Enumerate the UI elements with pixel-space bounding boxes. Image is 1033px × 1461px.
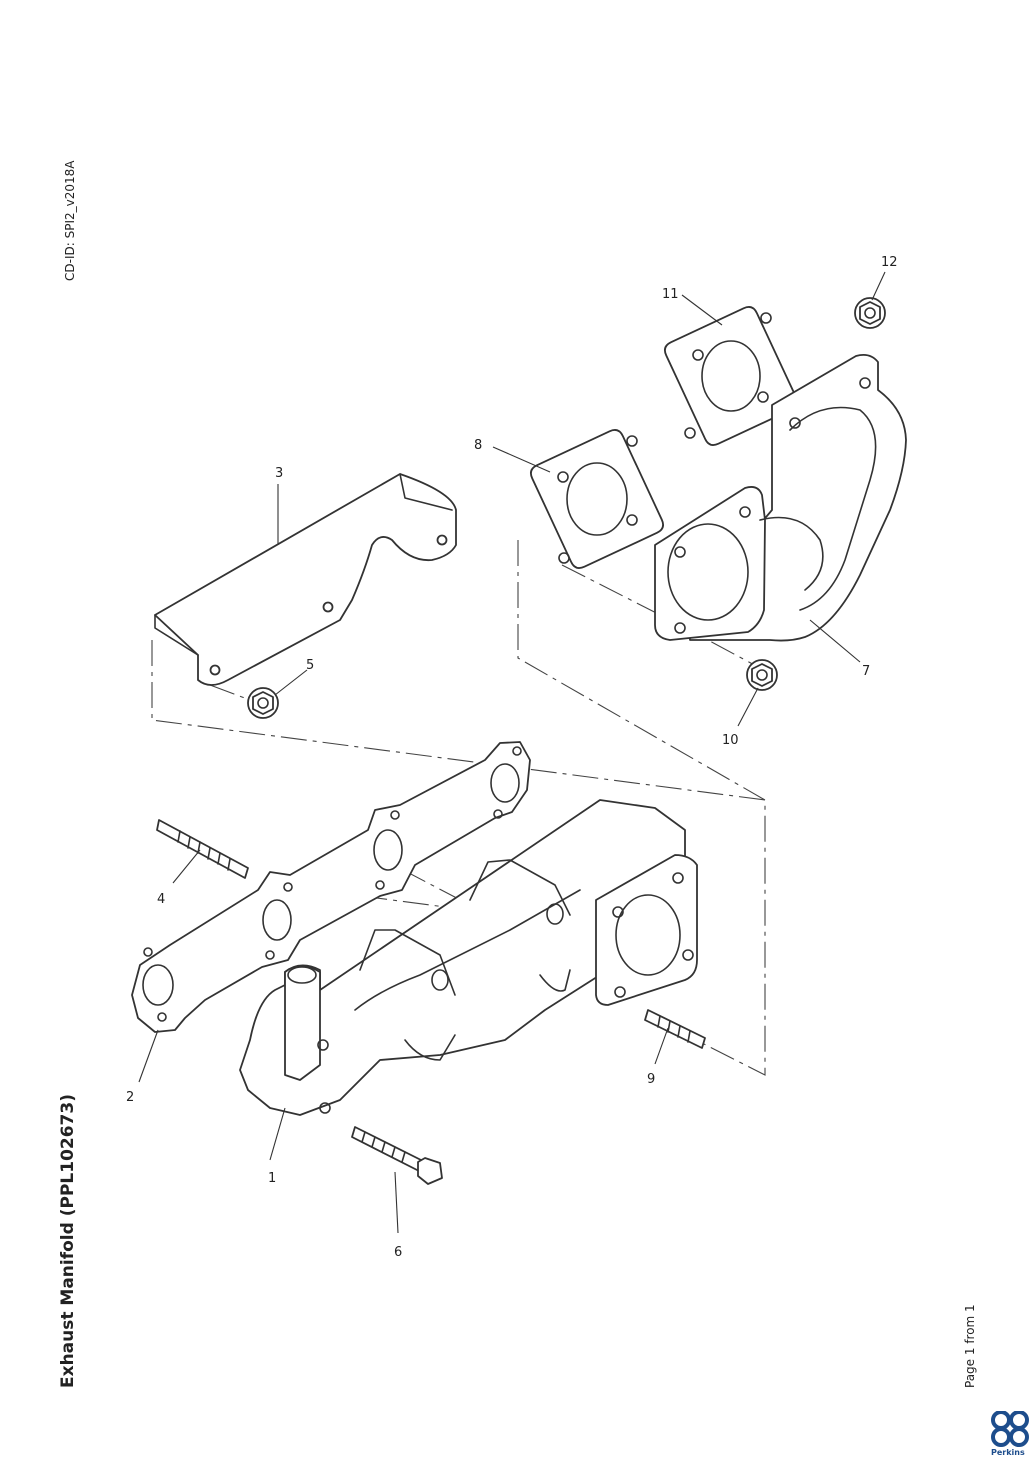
- stud-icon: [644, 1009, 706, 1049]
- callout-4: 4: [157, 892, 165, 907]
- leader-lines: [138, 271, 886, 1234]
- callout-8: 8: [474, 438, 482, 453]
- flange-nut-icon: [746, 659, 778, 691]
- callout-6: 6: [394, 1245, 402, 1260]
- flange-gasket-icon: [664, 306, 798, 446]
- perkins-logo-icon: [991, 1411, 1029, 1447]
- callout-1: 1: [268, 1171, 276, 1186]
- callout-10: 10: [722, 733, 739, 748]
- bolt-icon: [351, 1126, 443, 1185]
- callout-3: 3: [275, 466, 283, 481]
- flange-nut-icon: [854, 297, 886, 329]
- flange-gasket-icon: [530, 429, 664, 569]
- callout-5: 5: [306, 658, 314, 673]
- brand-name: Perkins: [991, 1448, 1025, 1457]
- flange-nut-icon: [247, 687, 279, 719]
- manifold-gasket-icon: [131, 741, 531, 1033]
- stud-icon: [156, 819, 249, 879]
- callout-labels: 1 2 3 4 5 6 7 8 9 10 11 12: [126, 255, 898, 1260]
- callout-7: 7: [862, 664, 870, 679]
- elbow-icon: [654, 353, 907, 642]
- heat-shield: [154, 473, 457, 686]
- exhaust-manifold-icon: [239, 799, 698, 1116]
- callout-9: 9: [647, 1072, 655, 1087]
- callout-12: 12: [881, 255, 898, 270]
- callout-11: 11: [662, 287, 679, 302]
- callout-2: 2: [126, 1090, 134, 1105]
